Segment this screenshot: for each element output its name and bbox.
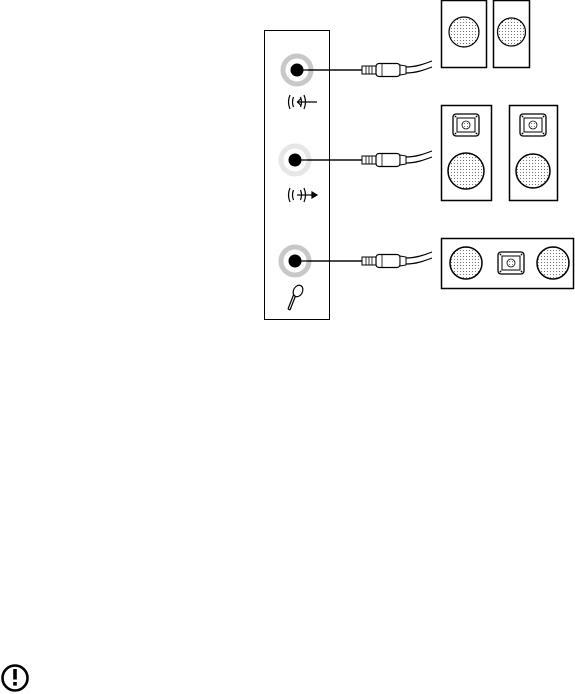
full-range-speaker-right	[494, 1, 530, 68]
two-way-speaker-left	[442, 106, 492, 201]
full-range-speaker-left	[442, 1, 487, 68]
exclamation-icon	[3, 666, 28, 691]
two-way-speaker-right	[510, 106, 558, 201]
center-speaker	[442, 239, 574, 289]
